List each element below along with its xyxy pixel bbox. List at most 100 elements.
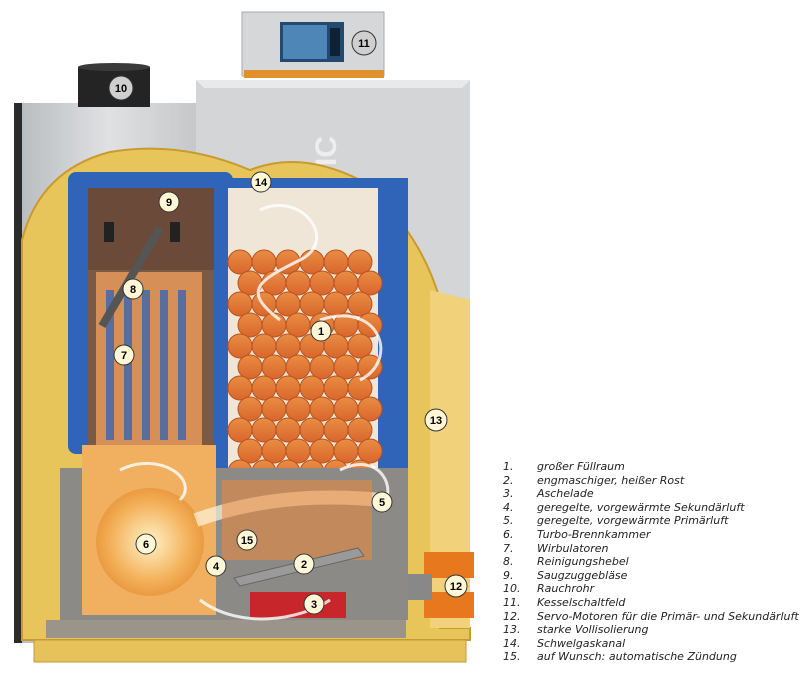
legend-item: 9.Saugzuggebläse [503,569,800,583]
svg-text:5: 5 [379,497,385,509]
legend-text: Servo-Motoren für die Primär- und Sekund… [537,609,799,623]
firewood-log [251,249,277,275]
legend-item: 6. Turbo-Brennkammer [503,528,800,542]
callout-6: 6 [135,533,157,555]
firewood-log [227,417,253,443]
servo-motors [408,552,474,618]
legend-number: 13. [503,623,521,637]
firewood-log [251,375,277,401]
callout-2: 2 [293,553,315,575]
firewood-log [251,333,277,359]
firewood-log [333,354,359,380]
firewood-log [323,417,349,443]
base [33,639,467,663]
legend-number: 10. [503,582,521,596]
firewood-log [275,417,301,443]
legend-text: Kesselschaltfeld [537,595,626,609]
legend-item: 13. starke Vollisolierung [503,623,800,637]
svg-text:8: 8 [130,284,136,296]
firewood-log [299,417,325,443]
legend-text: starke Vollisolierung [537,623,649,637]
firewood-log [323,375,349,401]
firewood-log [275,291,301,317]
firewood-log [237,312,263,338]
firewood-log [333,396,359,422]
legend-number: 6. [503,527,514,541]
legend-text: engmaschiger, heißer Rost [537,473,685,487]
callout-14: 14 [250,171,272,193]
legend-item: 11. Kesselschaltfeld [503,596,800,610]
firewood-log [347,291,373,317]
firewood-log [227,291,253,317]
legend-text: Schwelgaskanal [537,636,626,650]
firewood-log [357,438,383,464]
svg-text:14: 14 [255,177,268,189]
firewood-log [323,249,349,275]
firewood-log [357,270,383,296]
firewood-log [285,396,311,422]
firewood-log [333,438,359,464]
legend-item: 12. Servo-Motoren für die Primär- und Sek… [503,610,800,624]
legend-text: Aschelade [537,487,594,501]
firewood-log [285,354,311,380]
callout-3: 3 [303,593,325,615]
firewood-log [299,291,325,317]
legend-number: 9. [503,568,514,582]
svg-text:12: 12 [450,581,462,593]
firewood-log [347,249,373,275]
legend-item: 5.geregelte, vorgewärmte Primärluft [503,514,800,528]
firewood-stack [227,249,383,485]
svg-text:15: 15 [241,535,253,547]
firewood-log [227,249,253,275]
svg-text:9: 9 [166,197,172,209]
firewood-log [275,333,301,359]
legend-item: 4. geregelte, vorgewärmte Sekundärluft [503,501,800,515]
firewood-log [309,396,335,422]
firewood-log [309,270,335,296]
firewood-log [309,438,335,464]
firewood-log [299,375,325,401]
firewood-log [299,249,325,275]
firewood-log [347,417,373,443]
firewood-log [237,354,263,380]
legend-text: geregelte, vorgewärmte Primärluft [537,514,729,528]
callout-4: 4 [205,555,227,577]
legend-text: geregelte, vorgewärmte Sekundärluft [537,500,745,514]
svg-text:11: 11 [358,38,370,50]
firewood-log [261,396,287,422]
firewood-log [285,270,311,296]
svg-text:13: 13 [430,415,442,427]
legend-number: 7. [503,541,514,555]
legend-number: 14. [503,636,521,650]
legend-number: 8. [503,555,514,569]
callout-9: 9 [158,191,180,213]
legend-item: 8. Reinigungshebel [503,555,800,569]
svg-text:7: 7 [121,350,127,362]
callout-5: 5 [371,491,393,513]
callout-10: 10 [108,75,134,101]
legend-number: 4. [503,500,514,514]
svg-text:1: 1 [318,326,324,338]
callout-13: 13 [424,408,448,432]
legend-text: Wirbulatoren [537,541,609,555]
legend-text: Turbo-Brennkammer [537,527,651,541]
legend-text: auf Wunsch: automatische Zündung [537,650,737,664]
firewood-log [357,396,383,422]
firewood-log [227,333,253,359]
firewood-log [251,417,277,443]
firewood-log [347,375,373,401]
blower-clip-left [104,222,114,242]
base-plate [46,620,406,638]
legend-number: 15. [503,650,521,664]
legend-item: 7. Wirbulatoren [503,542,800,556]
firewood-log [227,375,253,401]
svg-text:4: 4 [213,561,220,573]
legend-number: 11. [503,595,521,609]
control-panel [241,11,385,78]
legend-text: Reinigungshebel [537,555,629,569]
legend-number: 12. [503,609,521,623]
legend-item: 10.Rauchrohr [503,582,800,596]
svg-text:6: 6 [143,539,149,551]
